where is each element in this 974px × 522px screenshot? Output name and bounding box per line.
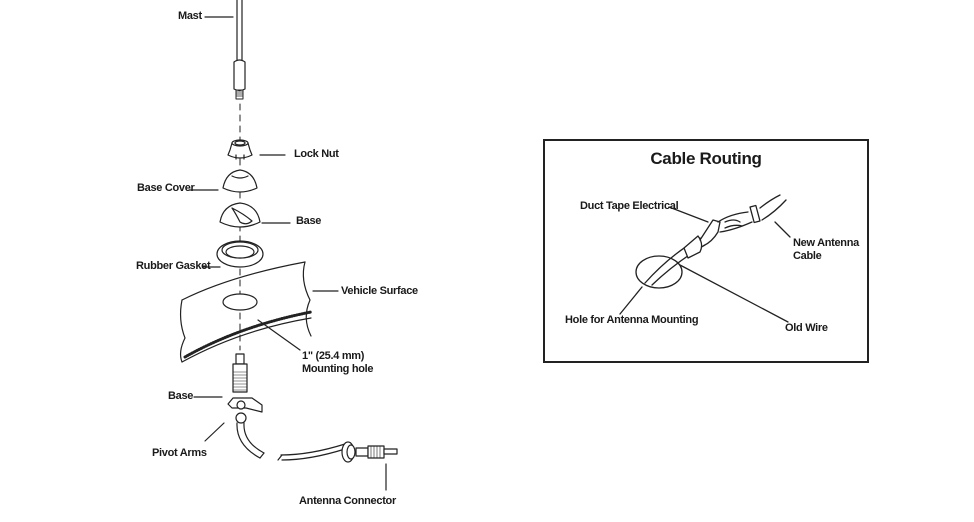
lock-nut-part bbox=[227, 139, 286, 160]
mast-part bbox=[204, 0, 246, 100]
rubber-gasket-part bbox=[202, 240, 264, 268]
vehicle-surface-part bbox=[179, 261, 339, 363]
cable-routing-panel: Cable Routing bbox=[543, 139, 869, 363]
base-stud-part bbox=[193, 353, 263, 442]
label-lock-nut: Lock Nut bbox=[294, 148, 339, 160]
label-vehicle-surface: Vehicle Surface bbox=[341, 285, 418, 297]
base-part bbox=[219, 202, 291, 228]
label-mast: Mast bbox=[178, 10, 202, 22]
label-pivot-arms: Pivot Arms bbox=[152, 447, 207, 459]
antenna-cable-part bbox=[236, 422, 398, 491]
label-mounting-hole: 1" (25.4 mm) Mounting hole bbox=[302, 350, 374, 375]
cable-routing-title: Cable Routing bbox=[650, 149, 762, 168]
label-old-wire: Old Wire bbox=[785, 322, 828, 334]
label-antenna-connector: Antenna Connector bbox=[299, 495, 396, 507]
label-base-cover: Base Cover bbox=[137, 182, 195, 194]
label-base-bottom: Base bbox=[168, 390, 194, 402]
label-hole-for-mounting: Hole for Antenna Mounting bbox=[565, 314, 699, 326]
label-rubber-gasket: Rubber Gasket bbox=[136, 260, 211, 272]
base-cover-part bbox=[188, 169, 258, 193]
label-duct-tape: Duct Tape Electrical bbox=[580, 200, 679, 212]
label-new-antenna-cable: New Antenna Cable bbox=[793, 237, 859, 262]
label-base-top: Base bbox=[296, 215, 322, 227]
cable-routing-drawing bbox=[619, 194, 791, 323]
